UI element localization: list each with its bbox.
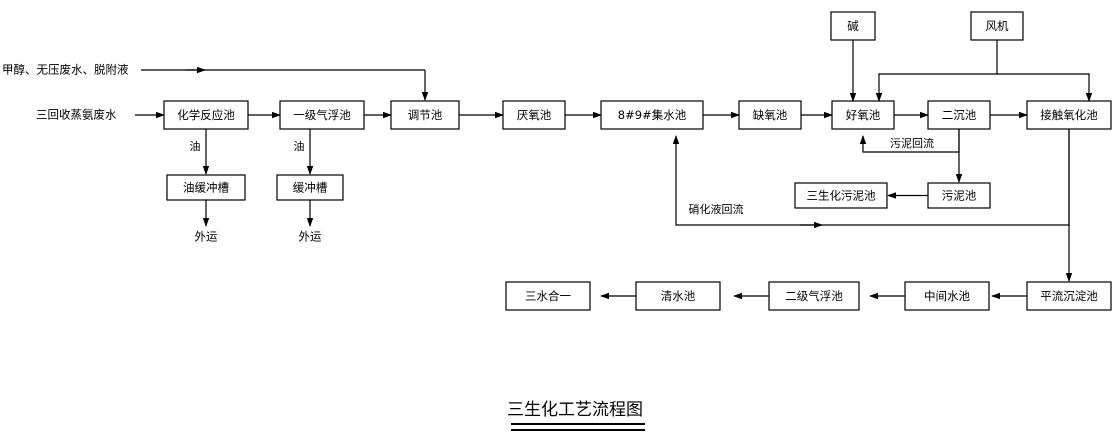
node-anaerobic-tank[interactable]: 厌氧池 xyxy=(502,100,566,130)
node-primary-flotation[interactable]: 一级气浮池 xyxy=(279,100,365,130)
node-contact-oxidation[interactable]: 接触氧化池 xyxy=(1026,100,1112,130)
node-collection-tank-label: 8#9#集水池 xyxy=(618,108,687,122)
node-oil-buffer-tank[interactable]: 油缓冲槽 xyxy=(166,174,246,201)
edge-label-oil-2: 油 xyxy=(294,139,305,153)
node-collection-tank[interactable]: 8#9#集水池 xyxy=(600,100,704,130)
node-regulating-tank-label: 调节池 xyxy=(408,108,443,122)
node-bio-sludge-tank[interactable]: 三生化污泥池 xyxy=(794,182,888,209)
node-blower[interactable]: 风机 xyxy=(970,11,1024,41)
node-horizontal-settler-label: 平流沉淀池 xyxy=(1040,289,1098,303)
node-intermediate-tank[interactable]: 中间水池 xyxy=(904,281,990,311)
node-bio-sludge-tank-label: 三生化污泥池 xyxy=(807,189,876,203)
node-secondary-flotation[interactable]: 二级气浮池 xyxy=(768,281,860,311)
node-secondary-clarifier[interactable]: 二沉池 xyxy=(927,100,991,130)
node-anaerobic-tank-label: 厌氧池 xyxy=(517,108,552,122)
node-primary-flotation-label: 一级气浮池 xyxy=(293,108,351,122)
node-sludge-tank[interactable]: 污泥池 xyxy=(927,182,991,209)
node-anoxic-tank[interactable]: 缺氧池 xyxy=(738,100,802,130)
edge-blower-to-contact-oxidation xyxy=(997,73,1093,102)
node-alkali[interactable]: 碱 xyxy=(830,11,876,41)
node-three-water-merge-label: 三水合一 xyxy=(525,289,571,303)
node-blower-label: 风机 xyxy=(986,19,1009,33)
edge-blower-to-aerobic xyxy=(875,40,998,102)
node-chem-reaction-label: 化学反应池 xyxy=(177,108,235,122)
node-secondary-clarifier-label: 二沉池 xyxy=(942,108,977,122)
node-intermediate-tank-label: 中间水池 xyxy=(924,289,970,303)
node-clear-water-tank-label: 清水池 xyxy=(661,289,696,303)
node-alkali-label: 碱 xyxy=(847,19,859,33)
input-label-ammonia: 三回收蒸氨废水 xyxy=(36,108,117,122)
node-chem-reaction[interactable]: 化学反应池 xyxy=(163,100,249,130)
node-regulating-tank[interactable]: 调节池 xyxy=(390,100,460,130)
node-contact-oxidation-label: 接触氧化池 xyxy=(1040,108,1098,122)
terminal-outbound-1: 外运 xyxy=(195,230,218,244)
node-three-water-merge[interactable]: 三水合一 xyxy=(505,281,591,311)
edge-label-oil-1: 油 xyxy=(190,139,201,153)
node-secondary-flotation-label: 二级气浮池 xyxy=(785,289,843,303)
node-oil-buffer-tank-label: 油缓冲槽 xyxy=(183,181,229,195)
diagram-title: 三生化工艺流程图 xyxy=(507,400,643,420)
terminal-outbound-2: 外运 xyxy=(299,230,322,244)
node-clear-water-tank[interactable]: 清水池 xyxy=(635,281,721,311)
node-sludge-tank-label: 污泥池 xyxy=(942,189,977,203)
node-horizontal-settler[interactable]: 平流沉淀池 xyxy=(1026,281,1112,311)
node-buffer-tank[interactable]: 缓冲槽 xyxy=(276,174,344,201)
node-aerobic-tank-label: 好氧池 xyxy=(846,108,881,122)
node-buffer-tank-label: 缓冲槽 xyxy=(293,181,328,195)
node-aerobic-tank[interactable]: 好氧池 xyxy=(831,100,895,130)
edge-label-sludge-reflux: 污泥回流 xyxy=(890,136,934,150)
node-anoxic-tank-label: 缺氧池 xyxy=(753,108,788,122)
input-label-methanol: 甲醇、无压废水、脱附液 xyxy=(2,63,129,77)
edge-label-nitrified-reflux: 硝化液回流 xyxy=(689,202,744,216)
